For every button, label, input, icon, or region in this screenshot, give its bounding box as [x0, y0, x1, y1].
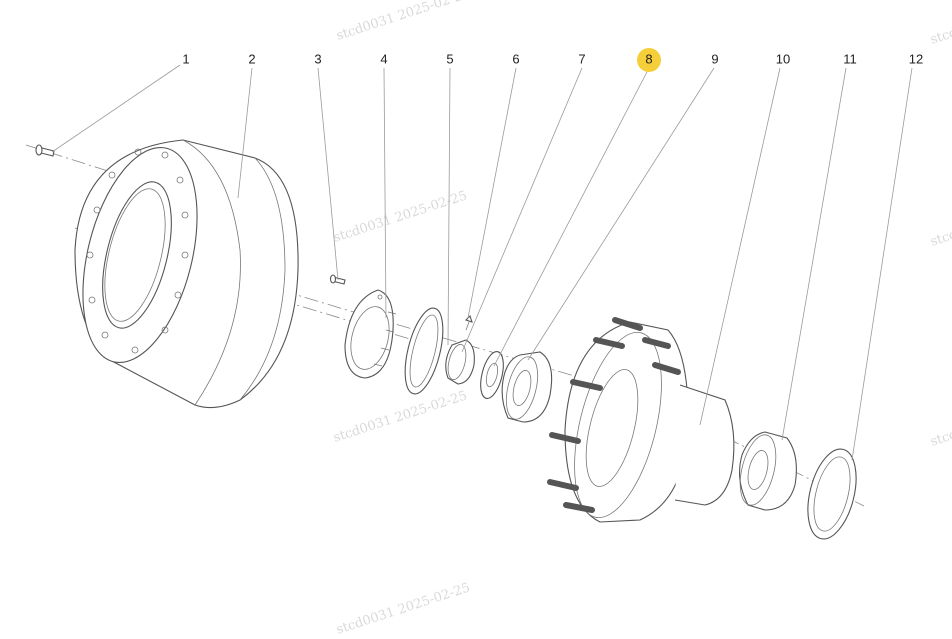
part-3-screw	[329, 274, 346, 285]
watermark: stcd0031 2025-02-25	[332, 388, 469, 445]
part-12-oil-seal	[807, 448, 857, 540]
callout-label: 5	[446, 51, 453, 66]
callout-label: 6	[512, 51, 519, 66]
leader-lines	[51, 64, 913, 461]
watermark: stcd0031	[929, 217, 952, 250]
part-5-gasket	[404, 307, 444, 395]
callout-5[interactable]: 5	[446, 51, 453, 66]
callout-9[interactable]: 9	[711, 51, 718, 66]
callout-label: 3	[314, 51, 321, 66]
callout-label: 12	[909, 51, 923, 66]
callout-7[interactable]: 7	[578, 51, 585, 66]
callout-11[interactable]: 11	[843, 51, 857, 66]
callout-4[interactable]: 4	[380, 51, 387, 66]
callout-1[interactable]: 1	[182, 51, 189, 66]
part-4-hub-cap	[344, 289, 397, 379]
part-10-wheel-hub	[547, 317, 735, 523]
callout-label: 1	[182, 51, 189, 66]
watermark: stcd0031	[929, 417, 952, 450]
watermark: stcd0031 2025-02-25	[335, 580, 472, 637]
callout-6[interactable]: 6	[512, 51, 519, 66]
callout-label: 8	[645, 51, 652, 66]
callout-2[interactable]: 2	[248, 51, 255, 66]
callout-10[interactable]: 10	[776, 51, 790, 66]
callout-label: 11	[843, 51, 857, 66]
callout-label: 9	[711, 51, 718, 66]
part-7-castle-nut	[445, 339, 475, 385]
callout-8-highlighted[interactable]: 8	[637, 48, 661, 72]
part-8-washer	[480, 351, 504, 399]
callout-12[interactable]: 12	[909, 51, 923, 66]
part-9-outer-bearing	[501, 351, 553, 423]
part-1-bolt	[35, 144, 55, 157]
callout-labels: 1 2 3 4 5 6 7 8 9 10 11	[182, 48, 923, 72]
part-2-brake-drum	[74, 139, 299, 409]
callout-highlight-badge	[637, 48, 661, 72]
hub-wheel-studs	[547, 317, 681, 513]
part-6-split-pin	[464, 314, 473, 331]
callout-label: 7	[578, 51, 585, 66]
callout-label: 2	[248, 51, 255, 66]
part-11-inner-bearing	[739, 431, 797, 511]
drum-bolt-holes	[86, 148, 189, 354]
watermark: stcd0031 2025-02-25	[335, 0, 472, 44]
watermark: stcd0031	[929, 15, 952, 48]
callout-label: 10	[776, 51, 790, 66]
callout-3[interactable]: 3	[314, 51, 321, 66]
callout-label: 4	[380, 51, 387, 66]
